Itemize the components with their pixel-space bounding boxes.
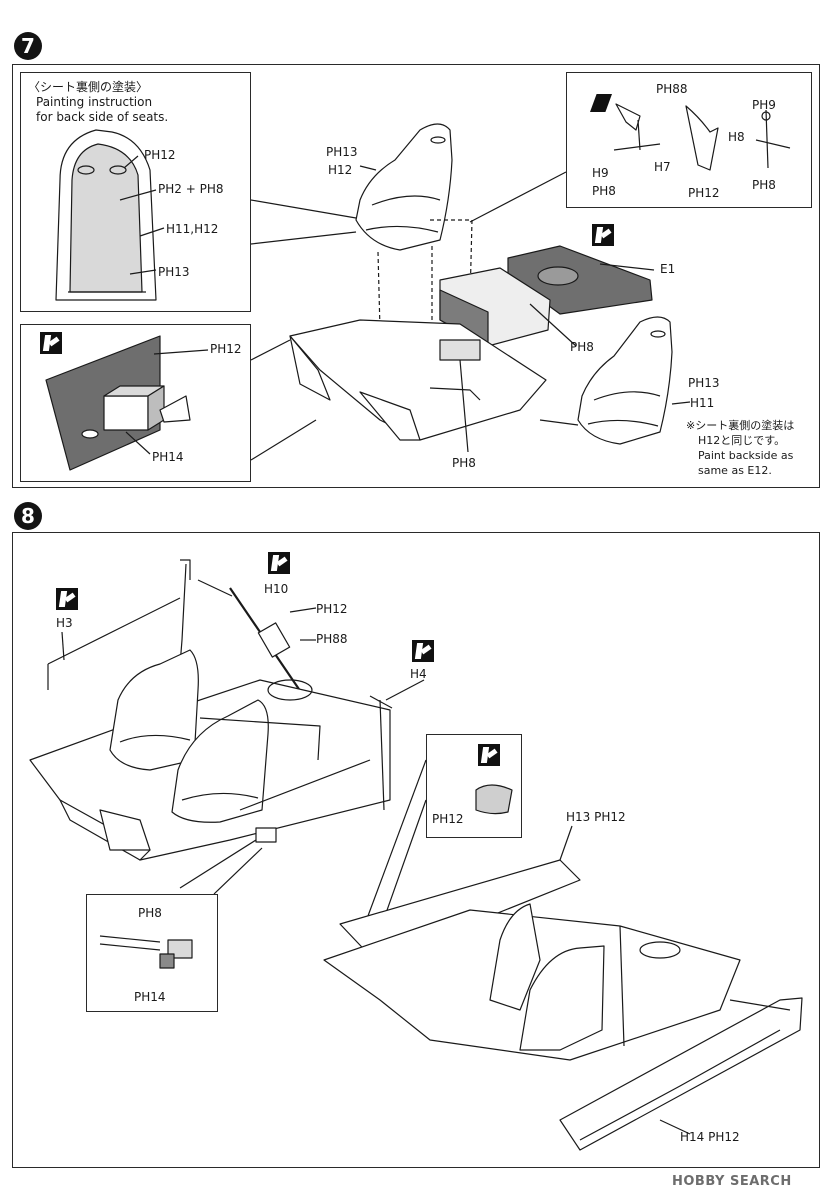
parts-label-h7: H7: [654, 160, 671, 174]
note-en-2: same as E12.: [698, 464, 772, 477]
harness-inset-ph8: PH8: [138, 906, 162, 920]
step-8-badge: 8: [14, 502, 42, 530]
step-7-badge: 7: [14, 32, 42, 60]
main-seat-left-h12: H12: [328, 163, 353, 177]
main-seat-left: [355, 123, 453, 251]
main-seat-left-ph13: PH13: [326, 145, 358, 159]
assembly-h14-ph12: H14 PH12: [680, 1130, 740, 1144]
assembly-h13-ph12: H13 PH12: [566, 810, 626, 824]
seat-back-panel: [69, 143, 143, 293]
paint-icon: [56, 588, 78, 610]
assembled-side-panel-right: [559, 997, 803, 1151]
parts-label-ph9: PH9: [752, 98, 776, 112]
note-en-1: Paint backside as: [698, 449, 794, 462]
parts-label-h8: H8: [728, 130, 745, 144]
seat-back-title-en-2: for back side of seats.: [36, 110, 169, 124]
parts-label-h9: H9: [592, 166, 609, 180]
main-seat-right: [577, 316, 673, 445]
parts-label-ph8-left: PH8: [592, 184, 616, 198]
brand-icon: [590, 94, 612, 112]
paint-icon: [478, 744, 500, 766]
label-ph12: PH12: [316, 602, 348, 616]
paint-icon: [40, 332, 62, 354]
seat-back-title-jp: 〈シート裏側の塗装〉: [28, 80, 149, 94]
harness-inset-ph14: PH14: [134, 990, 166, 1004]
paint-icon: [592, 224, 614, 246]
main-seat-right-h11: H11: [690, 396, 715, 410]
main-tunnel-ph8: PH8: [570, 340, 594, 354]
parts-label-ph8-right: PH8: [752, 178, 776, 192]
battery-label-ph14: PH14: [152, 450, 184, 464]
seat-back-label-ph13: PH13: [158, 265, 190, 279]
seat-back-title-en-1: Painting instruction: [36, 95, 153, 109]
main-floor-e1: E1: [660, 262, 676, 276]
note-jp-1: ※シート裏側の塗装は: [686, 419, 795, 432]
parts-label-ph88: PH88: [656, 82, 688, 96]
floor-inset-ph12: PH12: [432, 812, 464, 826]
label-h4: H4: [410, 667, 427, 681]
seat-back-label-parts: H11,H12: [166, 222, 219, 236]
paint-icon: [412, 640, 434, 662]
label-ph88: PH88: [316, 632, 348, 646]
battery-label-ph12: PH12: [210, 342, 242, 356]
label-h10: H10: [264, 582, 289, 596]
main-floor-ph8: PH8: [452, 456, 476, 470]
seat-back-label-ph12: PH12: [144, 148, 176, 162]
label-h3: H3: [56, 616, 73, 630]
main-seat-right-ph13: PH13: [688, 376, 720, 390]
note-jp-2: H12と同じです。: [698, 434, 786, 447]
parts-label-ph12: PH12: [688, 186, 720, 200]
main-floor-pan: [289, 319, 547, 441]
watermark: HOBBY SEARCH: [672, 1174, 792, 1189]
harness-detail-inset: [86, 894, 218, 1012]
seat-back-label-mix: PH2 + PH8: [158, 182, 224, 196]
paint-icon: [268, 552, 290, 574]
floor-detail-inset: [426, 734, 522, 838]
